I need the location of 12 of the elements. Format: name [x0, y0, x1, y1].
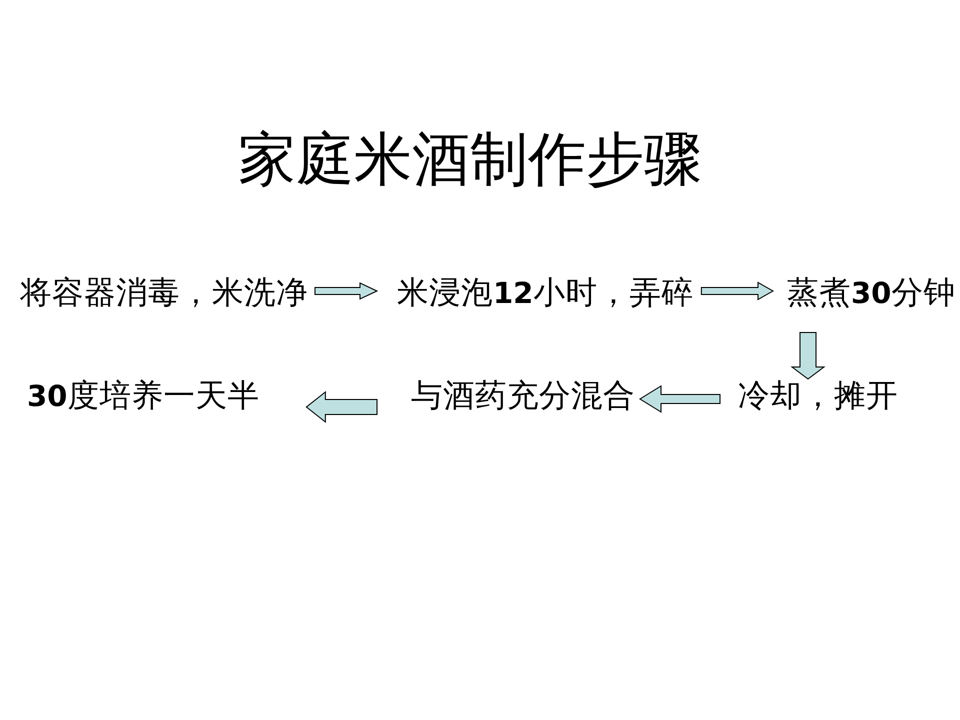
- block-arrow: [306, 390, 378, 424]
- step-text: 将容器消毒，米洗净: [20, 278, 308, 310]
- step-text: 冷却，摊开: [738, 381, 898, 412]
- block-arrow: [314, 282, 378, 300]
- title: 家庭米酒制作步骤: [238, 130, 702, 188]
- step-text: 米浸泡12小时，弄碎: [397, 278, 694, 310]
- block-arrow: [639, 385, 720, 413]
- step-text: 与酒药充分混合: [411, 381, 635, 412]
- step-text: 30度培养一天半: [27, 381, 260, 412]
- step-text: 蒸煮30分钟: [787, 278, 956, 310]
- block-arrow: [790, 332, 826, 380]
- block-arrow: [700, 282, 774, 300]
